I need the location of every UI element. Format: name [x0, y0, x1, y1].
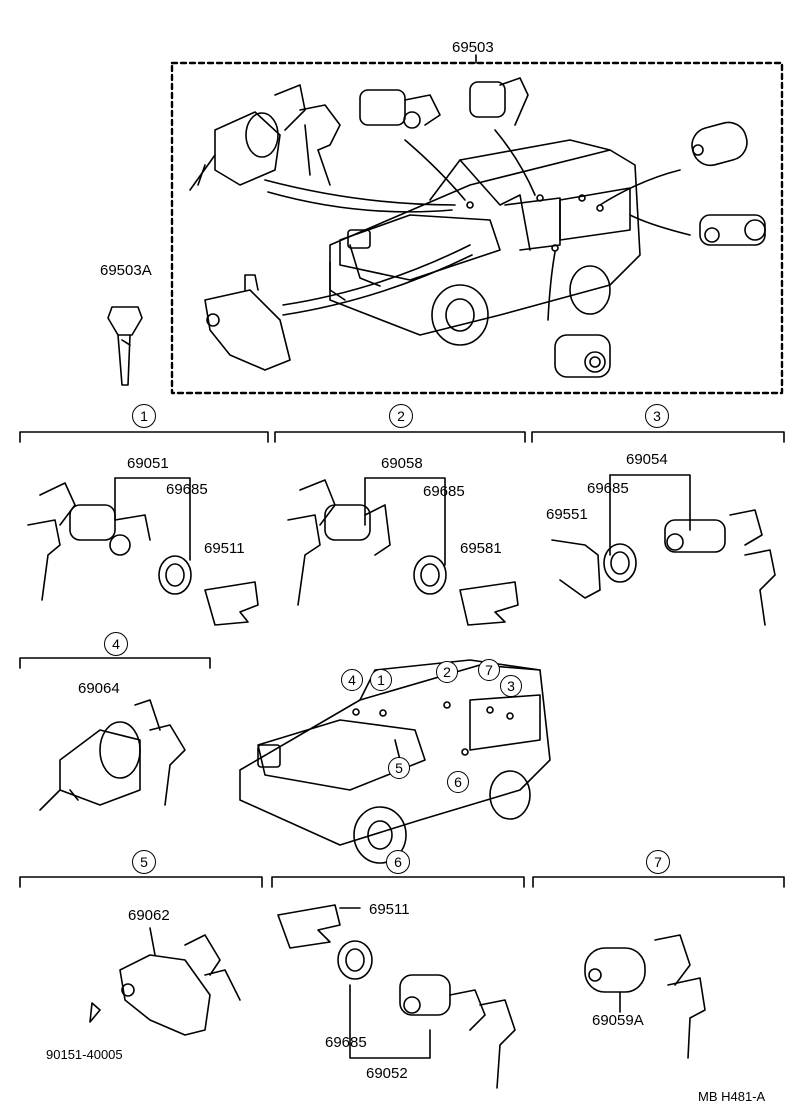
section-brackets-row1	[19, 431, 785, 443]
section-3-clip-part: 69551	[546, 506, 588, 523]
vehicle-callout-2: 2	[436, 661, 458, 683]
assembly-arrows	[264, 129, 691, 321]
vehicle-callout-1: 1	[370, 669, 392, 691]
section-6-art	[277, 904, 516, 1089]
top-door-cylinder-right	[469, 77, 529, 126]
top-vehicle	[329, 139, 641, 346]
section-4-cylinder-part: 69064	[78, 680, 120, 697]
section-7-cylinder-part: 69059A	[592, 1012, 644, 1029]
section-3-cylinder-part: 69054	[626, 451, 668, 468]
section-3-gasket-part: 69685	[587, 480, 629, 497]
assembly-frame	[170, 61, 784, 395]
vehicle-callout-7: 7	[478, 659, 500, 681]
section-callout-5: 5	[132, 850, 156, 874]
section-6-gasket-part: 69685	[325, 1034, 367, 1051]
section-6-cylinder-part: 69052	[366, 1065, 408, 1082]
spare-key	[107, 306, 143, 386]
section-callout-3: 3	[645, 404, 669, 428]
section-bracket-4	[19, 657, 211, 669]
top-door-cylinder-left	[359, 89, 441, 129]
vehicle-callout-6: 6	[447, 771, 469, 793]
section-callout-6: 6	[386, 850, 410, 874]
section-2-gasket-part: 69685	[423, 483, 465, 500]
diagram-code: MB H481-A	[698, 1089, 766, 1104]
middle-vehicle	[239, 659, 551, 864]
section-1-cylinder-part: 69051	[127, 455, 169, 472]
section-7-art	[584, 934, 706, 1059]
vehicle-callout-3: 3	[500, 675, 522, 697]
top-ignition-cylinder	[189, 84, 341, 191]
section-5-lock-part: 69062	[128, 907, 170, 924]
section-2-art	[287, 477, 519, 626]
section-callout-7: 7	[646, 850, 670, 874]
assembly-part-number: 69503	[452, 39, 494, 56]
vehicle-callout-5: 5	[388, 757, 410, 779]
top-side-cylinder	[554, 334, 611, 378]
section-callout-1: 1	[132, 404, 156, 428]
section-5-art	[89, 927, 241, 1036]
top-back-cylinder	[699, 214, 766, 246]
vehicle-callout-4: 4	[341, 669, 363, 691]
top-spare-cylinder	[691, 121, 748, 167]
section-callout-4: 4	[104, 632, 128, 656]
section-1-art	[27, 477, 259, 626]
top-hood-lock	[204, 274, 291, 371]
section-5-screw-part: 90151-40005	[46, 1047, 123, 1062]
section-4-art	[39, 699, 186, 811]
section-1-clip-part: 69511	[204, 540, 245, 557]
section-1-gasket-part: 69685	[166, 481, 208, 498]
section-2-cylinder-part: 69058	[381, 455, 423, 472]
section-callout-2: 2	[389, 404, 413, 428]
section-brackets-row3	[19, 876, 785, 888]
section-6-clip-part: 69511	[369, 901, 410, 918]
section-2-clip-part: 69581	[460, 540, 502, 557]
section-3-art	[551, 474, 776, 626]
spare-key-part-number: 69503A	[100, 262, 152, 279]
